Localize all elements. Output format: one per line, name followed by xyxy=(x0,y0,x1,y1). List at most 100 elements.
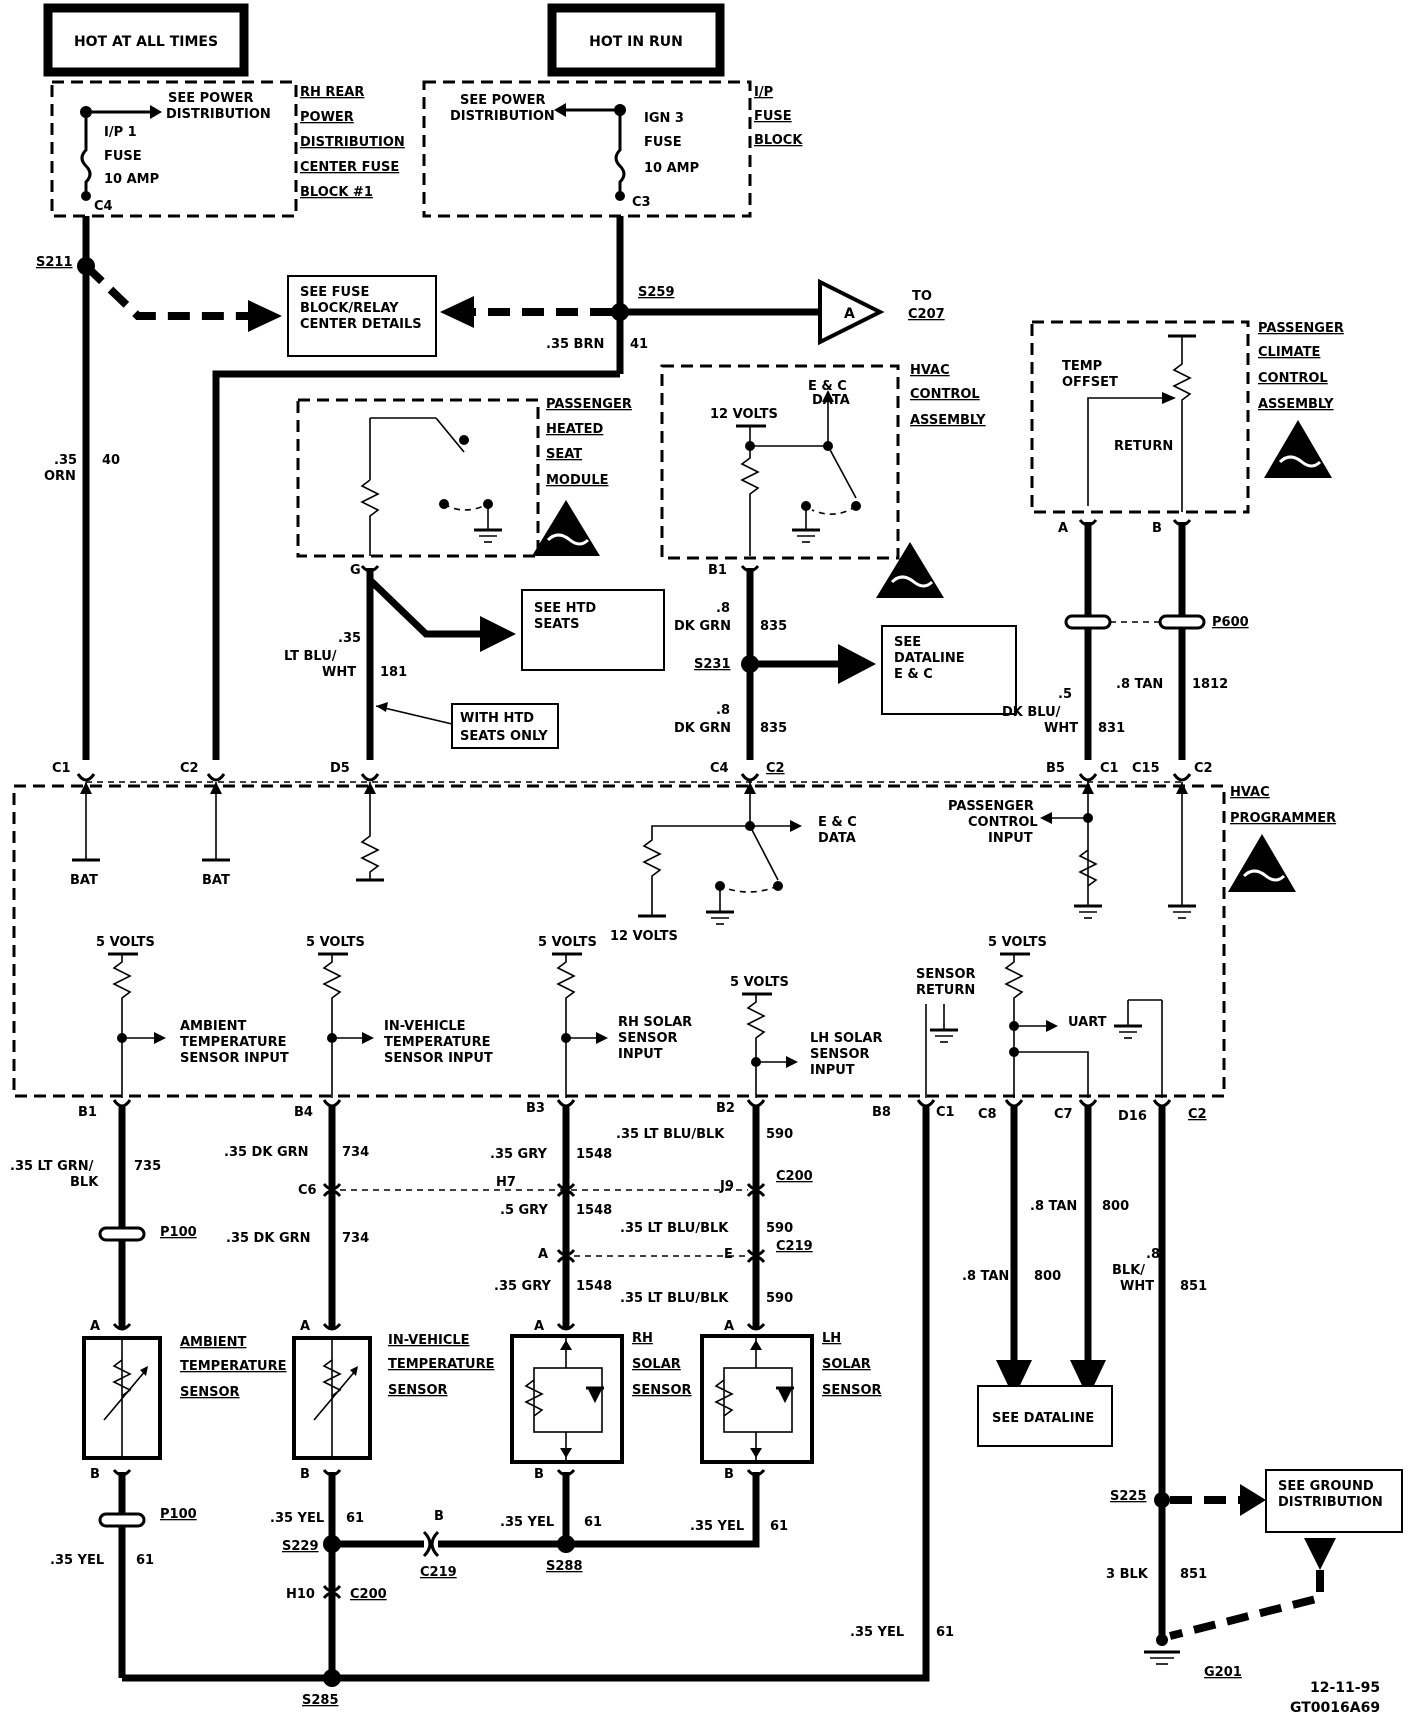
conn-c3-top: C3 xyxy=(632,195,651,210)
rh-solar-sensor: A B RH SOLAR SENSOR xyxy=(510,1319,692,1482)
svg-text:5 VOLTS: 5 VOLTS xyxy=(988,935,1047,950)
svg-text:41: 41 xyxy=(630,337,648,352)
svg-text:MODULE: MODULE xyxy=(546,473,609,488)
svg-text:IN-VEHICLE: IN-VEHICLE xyxy=(384,1019,466,1034)
svg-text:RH: RH xyxy=(632,1331,653,1346)
svg-text:SEE HTD: SEE HTD xyxy=(534,601,596,616)
svg-text:3 BLK: 3 BLK xyxy=(1106,1567,1149,1582)
svg-text:TEMP: TEMP xyxy=(1062,359,1102,374)
svg-text:H10: H10 xyxy=(286,1587,315,1602)
svg-text:INPUT: INPUT xyxy=(988,831,1033,846)
svg-text:DATA: DATA xyxy=(818,831,856,846)
splice-s285 xyxy=(323,1669,341,1687)
conn-c4-top: C4 xyxy=(94,199,113,214)
svg-text:C1: C1 xyxy=(52,761,71,776)
svg-text:.35 LT BLU/BLK: .35 LT BLU/BLK xyxy=(620,1291,729,1306)
svg-text:.35: .35 xyxy=(338,631,361,646)
svg-text:C1: C1 xyxy=(936,1105,955,1120)
splice-s229 xyxy=(323,1535,341,1553)
to-c207-triangle xyxy=(818,278,885,346)
svg-text:C2: C2 xyxy=(766,761,785,776)
sensor-return-circuit: SENSOR RETURN xyxy=(916,967,976,1098)
fuse-ip1-label1: I/P 1 xyxy=(104,125,137,140)
svg-text:61: 61 xyxy=(936,1625,954,1640)
svg-text:SENSOR: SENSOR xyxy=(632,1383,692,1398)
svg-text:181: 181 xyxy=(380,665,407,680)
ambient-temperature-sensor: A B AMBIENT TEMPERATURE SENSOR xyxy=(82,1319,286,1482)
heated-seat-title: PASSENGER HEATED SEAT MODULE xyxy=(546,397,632,488)
svg-text:WHT: WHT xyxy=(1044,721,1078,736)
svg-text:SENSOR: SENSOR xyxy=(822,1383,882,1398)
svg-text:61: 61 xyxy=(770,1519,788,1534)
svg-text:A: A xyxy=(534,1319,544,1334)
svg-text:DK GRN: DK GRN xyxy=(674,721,731,736)
svg-text:RH REAR: RH REAR xyxy=(300,85,364,100)
svg-text:C7: C7 xyxy=(1054,1107,1073,1122)
svg-text:835: 835 xyxy=(760,721,787,736)
svg-text:800: 800 xyxy=(1034,1269,1061,1284)
svg-text:SOLAR: SOLAR xyxy=(822,1357,871,1372)
svg-text:DISTRIBUTION: DISTRIBUTION xyxy=(1278,1495,1383,1510)
svg-text:1548: 1548 xyxy=(576,1279,612,1294)
svg-text:BLK: BLK xyxy=(70,1175,99,1190)
splice-s259 xyxy=(611,303,629,321)
svg-text:CONTROL: CONTROL xyxy=(910,387,980,402)
svg-text:E: E xyxy=(724,1247,733,1262)
bat-label-2: BAT xyxy=(202,873,230,888)
splice-s231 xyxy=(741,655,759,673)
heated-seat-module-outline xyxy=(296,398,540,558)
svg-text:SEE GROUND: SEE GROUND xyxy=(1278,1479,1374,1494)
fuse-ign3-label2: FUSE xyxy=(644,135,682,150)
svg-text:TEMPERATURE: TEMPERATURE xyxy=(180,1359,286,1374)
svg-text:C219: C219 xyxy=(776,1239,813,1254)
svg-text:TEMPERATURE: TEMPERATURE xyxy=(384,1035,490,1050)
invehicle-sensor-input-circuit: 5 VOLTS IN-VEHICLE TEMPERATURE SENSOR IN… xyxy=(306,935,493,1098)
svg-text:C2: C2 xyxy=(1188,1107,1207,1122)
svg-text:HVAC: HVAC xyxy=(1230,785,1270,800)
ambient-sensor-input-circuit: 5 VOLTS AMBIENT TEMPERATURE SENSOR INPUT xyxy=(96,935,289,1098)
svg-text:.35 LT GRN/: .35 LT GRN/ xyxy=(10,1159,94,1174)
svg-text:851: 851 xyxy=(1180,1567,1207,1582)
svg-text:H7: H7 xyxy=(496,1175,516,1190)
svg-text:IN-VEHICLE: IN-VEHICLE xyxy=(388,1333,470,1348)
svg-text:S211: S211 xyxy=(36,255,73,270)
svg-text:1812: 1812 xyxy=(1192,677,1228,692)
svg-text:CENTER FUSE: CENTER FUSE xyxy=(300,160,399,175)
svg-text:A: A xyxy=(1058,521,1068,536)
see-dataline-ec-box xyxy=(881,625,1017,715)
svg-text:RH SOLAR: RH SOLAR xyxy=(618,1015,692,1030)
svg-text:SENSOR: SENSOR xyxy=(618,1031,678,1046)
svg-text:.35 LT BLU/BLK: .35 LT BLU/BLK xyxy=(620,1221,729,1236)
esd-warning-icon xyxy=(1264,420,1332,478)
svg-text:SENSOR: SENSOR xyxy=(916,967,976,982)
svg-text:C2: C2 xyxy=(1194,761,1213,776)
svg-text:.8 TAN: .8 TAN xyxy=(962,1269,1009,1284)
p100-connector xyxy=(98,1226,146,1242)
svg-text:A: A xyxy=(90,1319,100,1334)
lh-solar-sensor: A B LH SOLAR SENSOR xyxy=(700,1319,882,1482)
svg-text:SENSOR INPUT: SENSOR INPUT xyxy=(180,1051,289,1066)
svg-text:AMBIENT: AMBIENT xyxy=(180,1335,247,1350)
bat-label-1: BAT xyxy=(70,873,98,888)
svg-text:C200: C200 xyxy=(776,1169,813,1184)
esd-warning-icon xyxy=(876,542,944,598)
svg-text:PASSENGER: PASSENGER xyxy=(546,397,632,412)
svg-text:INPUT: INPUT xyxy=(618,1047,663,1062)
footer-date: 12-11-95 xyxy=(1310,1680,1380,1696)
svg-text:BLOCK/RELAY: BLOCK/RELAY xyxy=(300,301,399,316)
svg-text:E & C: E & C xyxy=(808,379,847,394)
svg-text:.8 TAN: .8 TAN xyxy=(1116,677,1163,692)
svg-text:B: B xyxy=(724,1467,734,1482)
svg-text:S285: S285 xyxy=(302,1693,339,1708)
svg-text:12 VOLTS: 12 VOLTS xyxy=(610,929,678,944)
svg-text:.35 YEL: .35 YEL xyxy=(850,1625,904,1640)
svg-text:.35 BRN: .35 BRN xyxy=(546,337,604,352)
svg-text:D5: D5 xyxy=(330,761,350,776)
hvac-control-title: HVAC CONTROL ASSEMBLY xyxy=(910,363,986,428)
with-htd-seats-box xyxy=(451,703,559,749)
svg-text:S229: S229 xyxy=(282,1539,319,1554)
svg-text:E & C: E & C xyxy=(894,667,933,682)
svg-text:C207: C207 xyxy=(908,307,945,322)
see-power-right-line1: SEE POWER xyxy=(460,93,545,108)
svg-text:40: 40 xyxy=(102,453,120,468)
